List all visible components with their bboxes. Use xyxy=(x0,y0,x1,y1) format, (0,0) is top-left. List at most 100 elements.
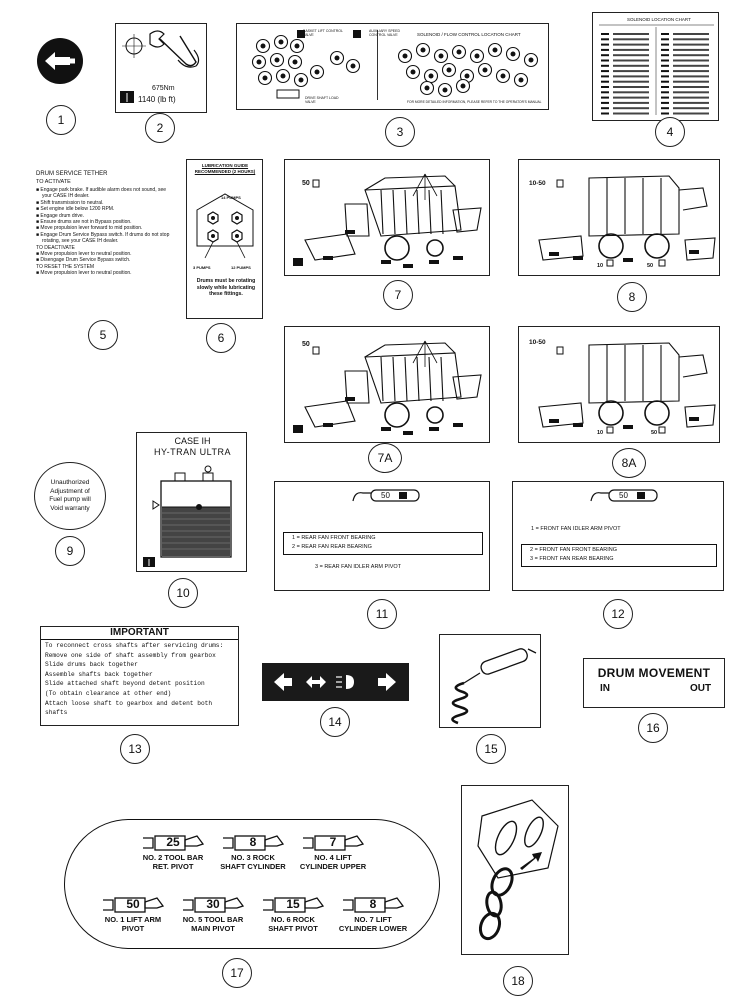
decal5-deactivate-heading: TO DEACTIVATE xyxy=(36,244,75,251)
decal5-instructions: ■ Engage park brake. If audible alarm do… xyxy=(36,187,170,277)
callout-9: 9 xyxy=(55,536,85,566)
text-line: 2 = FRONT FAN FRONT BEARING xyxy=(530,547,618,553)
chart-cell xyxy=(661,70,669,73)
arrow-grease-icon xyxy=(45,52,75,70)
grease-point-marker xyxy=(381,427,391,431)
chart-cell xyxy=(601,112,609,115)
text-line: 1 = FRONT FAN IDLER ARM PIVOT xyxy=(531,526,621,532)
solenoid-center xyxy=(442,87,448,93)
solenoid-grid xyxy=(251,30,539,99)
machine-outline xyxy=(304,173,482,261)
decal9-text: Unauthorized Adjustment of Fuel pump wil… xyxy=(49,479,91,512)
machine-outline xyxy=(538,342,716,428)
decal13-title: IMPORTANT xyxy=(41,627,238,640)
text-line: ■ Disengage Drum Service Bypass switch. xyxy=(36,257,131,264)
solenoid-center xyxy=(510,51,516,57)
chart-cell xyxy=(673,48,709,51)
decal-7: 50 xyxy=(284,159,490,276)
cotton-picker-side-diagram xyxy=(293,173,482,268)
text-line: ■ Shift transmission to neutral. xyxy=(36,199,104,206)
chart-cell xyxy=(661,107,669,110)
callout-6: 6 xyxy=(206,323,236,353)
callout-14: 14 xyxy=(320,707,350,737)
chart-cell xyxy=(613,86,649,88)
chart-cell xyxy=(601,101,609,104)
hours-box xyxy=(606,259,614,267)
grease-point-marker xyxy=(623,425,633,429)
decal11-hours: 50 xyxy=(381,491,390,500)
decal5-reset-heading: TO RESET THE SYSTEM xyxy=(36,263,95,270)
grease-gun-icon xyxy=(590,489,658,502)
lubrication-fitting-diagram xyxy=(196,193,254,259)
headlight-icon xyxy=(346,675,354,689)
decal7a-hours: 50 xyxy=(302,341,310,348)
chart-cell xyxy=(661,54,669,57)
decal5-activate-heading: TO ACTIVATE xyxy=(36,179,71,185)
valve-block xyxy=(276,89,300,99)
grease-point-marker xyxy=(623,258,633,262)
valve-marker xyxy=(297,30,305,38)
callout-16: 16 xyxy=(638,713,668,743)
grease-point-marker xyxy=(549,252,559,256)
decal11-lines: 3 = REAR FAN IDLER ARM PIVOT xyxy=(315,564,401,570)
lube-point-label: NO. 5 TOOL BAR MAIN PIVOT xyxy=(182,915,244,933)
solenoid-center xyxy=(278,39,284,45)
solenoid-center xyxy=(260,43,266,49)
manual-book-icon xyxy=(293,258,303,266)
callout-10: 10 xyxy=(168,578,198,608)
solenoid-center xyxy=(456,49,462,55)
callout-7a: 7A xyxy=(368,443,402,473)
lube-interval-hours: 50 xyxy=(126,897,140,911)
chart-cell xyxy=(601,64,609,67)
callout-4: 4 xyxy=(655,117,685,147)
chart-cell xyxy=(661,33,669,35)
chart-cell xyxy=(661,75,669,78)
callout-15: 15 xyxy=(476,734,506,764)
grease-gun-tag-icon xyxy=(183,897,245,913)
grease-point-marker xyxy=(323,423,333,427)
wrench-icon xyxy=(122,30,200,68)
solenoid-chart-rows xyxy=(599,24,714,115)
decal8-hours-right: 50 xyxy=(647,263,654,269)
grease-gun-tag-icon xyxy=(223,835,285,851)
grease-gun-tag-icon xyxy=(263,897,325,913)
decal-16: DRUM MOVEMENT IN OUT xyxy=(583,658,725,708)
lube-point-label: NO. 6 ROCK SHAFT PIVOT xyxy=(268,915,318,933)
chart-cell xyxy=(673,112,709,115)
grease-gun-tag-icon xyxy=(303,835,365,851)
callout-13: 13 xyxy=(120,734,150,764)
chart-cell xyxy=(601,33,609,35)
hours-box xyxy=(556,179,564,188)
callout-11: 11 xyxy=(367,599,397,629)
decal12-hours: 50 xyxy=(619,491,628,500)
manual-book-icon xyxy=(120,91,134,103)
lube-point-label: NO. 3 ROCK SHAFT CYLINDER xyxy=(220,853,286,871)
grease-point-marker xyxy=(549,419,559,423)
solenoid-center xyxy=(438,53,444,59)
chain-hook-icon xyxy=(477,799,559,941)
decal-8: 10-50 10 50 xyxy=(518,159,720,276)
machine-outline xyxy=(304,340,482,428)
chart-cell xyxy=(673,64,709,67)
decal7-hours: 50 xyxy=(302,180,310,187)
solenoid-center xyxy=(428,73,434,79)
callout-7: 7 xyxy=(383,280,413,310)
torque-ft: 1140 (lb ft) xyxy=(138,95,176,104)
direction-controls-icons xyxy=(274,673,396,691)
chart-cell xyxy=(613,64,649,67)
chart-cell xyxy=(673,75,709,78)
text-line: 2 = REAR FAN REAR BEARING xyxy=(292,544,372,550)
solenoid-center xyxy=(256,59,262,65)
grease-point-marker xyxy=(345,397,355,401)
solenoid-center xyxy=(294,43,300,49)
decal16-in: IN xyxy=(600,683,610,694)
grease-point-marker xyxy=(403,264,413,268)
grease-point-marker xyxy=(573,256,583,260)
decal8a-hours-right: 50 xyxy=(651,430,658,436)
hours-box xyxy=(658,426,666,434)
label-basket-lift: BASKET LIFT CONTROL VALVE xyxy=(303,29,343,37)
